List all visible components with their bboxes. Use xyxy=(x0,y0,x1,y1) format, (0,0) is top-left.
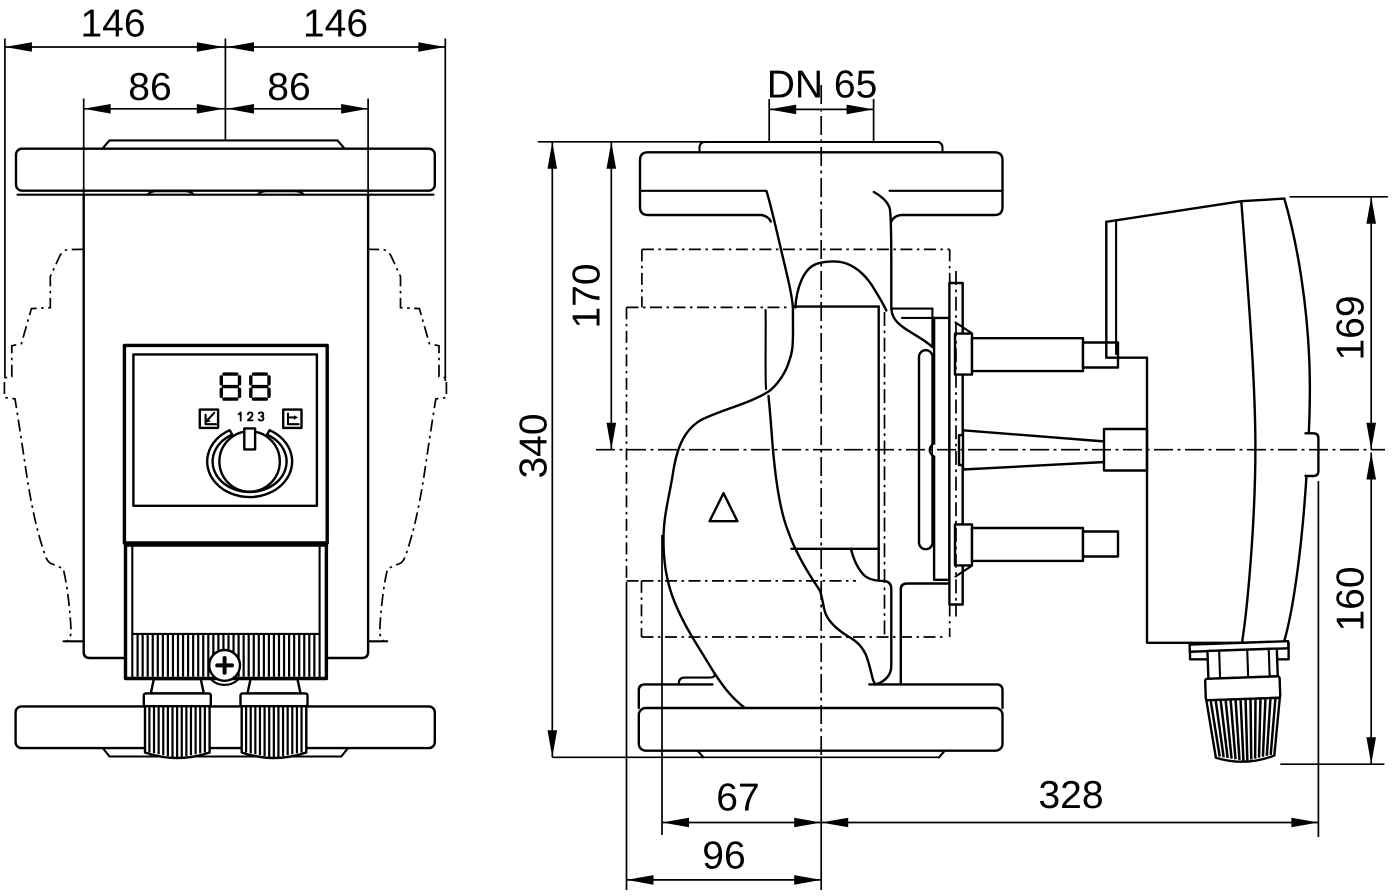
svg-text:170: 170 xyxy=(566,263,609,328)
svg-text:169: 169 xyxy=(1330,295,1373,360)
svg-text:146: 146 xyxy=(303,3,368,46)
svg-text:340: 340 xyxy=(513,413,556,478)
svg-text:96: 96 xyxy=(702,835,745,878)
svg-text:86: 86 xyxy=(267,66,310,109)
svg-text:67: 67 xyxy=(716,777,759,820)
svg-text:86: 86 xyxy=(128,66,171,109)
svg-text:160: 160 xyxy=(1330,566,1373,631)
svg-text:328: 328 xyxy=(1038,774,1103,817)
svg-text:146: 146 xyxy=(80,3,145,46)
